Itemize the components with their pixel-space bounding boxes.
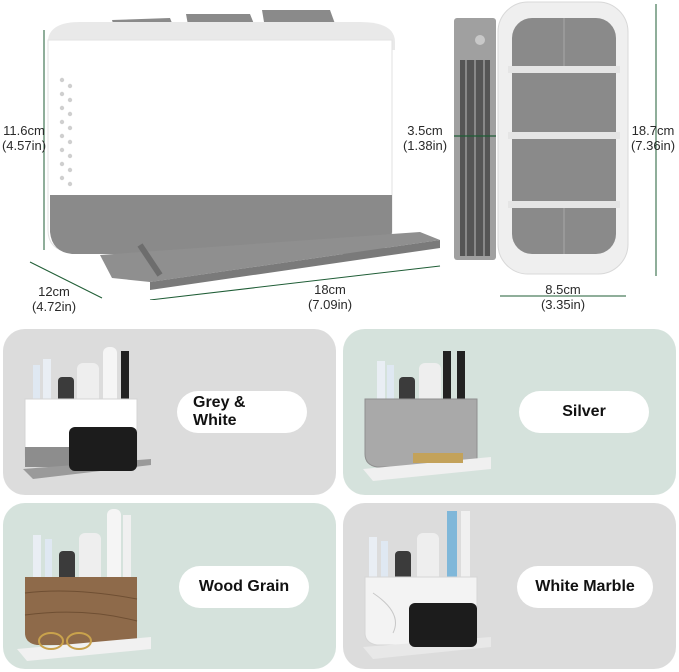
wood-grain-holder-image [17,509,151,661]
variant-label-silver: Silver [519,391,649,433]
depth-dimension-label: 12cm (4.72in) [24,284,84,314]
tray-width-cm: 8.5cm [545,282,581,297]
slot-dimension-label: 3.5cm (1.38in) [400,123,450,153]
width-cm: 18cm [314,282,346,297]
variant-label-white-marble: White Marble [517,566,653,608]
variant-tile-grey-white: Grey & White [3,329,336,495]
depth-cm: 12cm [38,284,70,299]
variant-tile-silver: Silver [343,329,676,495]
silver-holder-image [363,351,491,481]
height-cm: 11.6cm [3,123,45,138]
variant-tile-white-marble: White Marble [343,503,676,669]
height-dimension-label: 11.6cm (4.57in) [0,123,48,153]
depth-in: (4.72in) [31,299,77,314]
slot-cm: 3.5cm [407,123,443,138]
product-main-illustration [29,10,441,300]
width-in: (7.09in) [307,297,353,312]
slot-in: (1.38in) [402,138,448,153]
tray-length-dimension-label: 18.7cm (7.36in) [628,123,678,153]
tray-illustration [454,1,657,297]
variant-label-grey-white: Grey & White [177,391,307,433]
grey-white-holder-image [23,347,151,479]
white-marble-holder-image [363,511,491,659]
tray-width-dimension-label: 8.5cm (3.35in) [533,282,593,312]
height-in: (4.57in) [1,138,47,153]
variant-label-wood-grain: Wood Grain [179,566,309,608]
tray-length-in: (7.36in) [630,138,676,153]
tray-width-in: (3.35in) [540,297,586,312]
width-dimension-label: 18cm (7.09in) [300,282,360,312]
variant-tile-wood-grain: Wood Grain [3,503,336,669]
tray-length-cm: 18.7cm [631,123,675,138]
